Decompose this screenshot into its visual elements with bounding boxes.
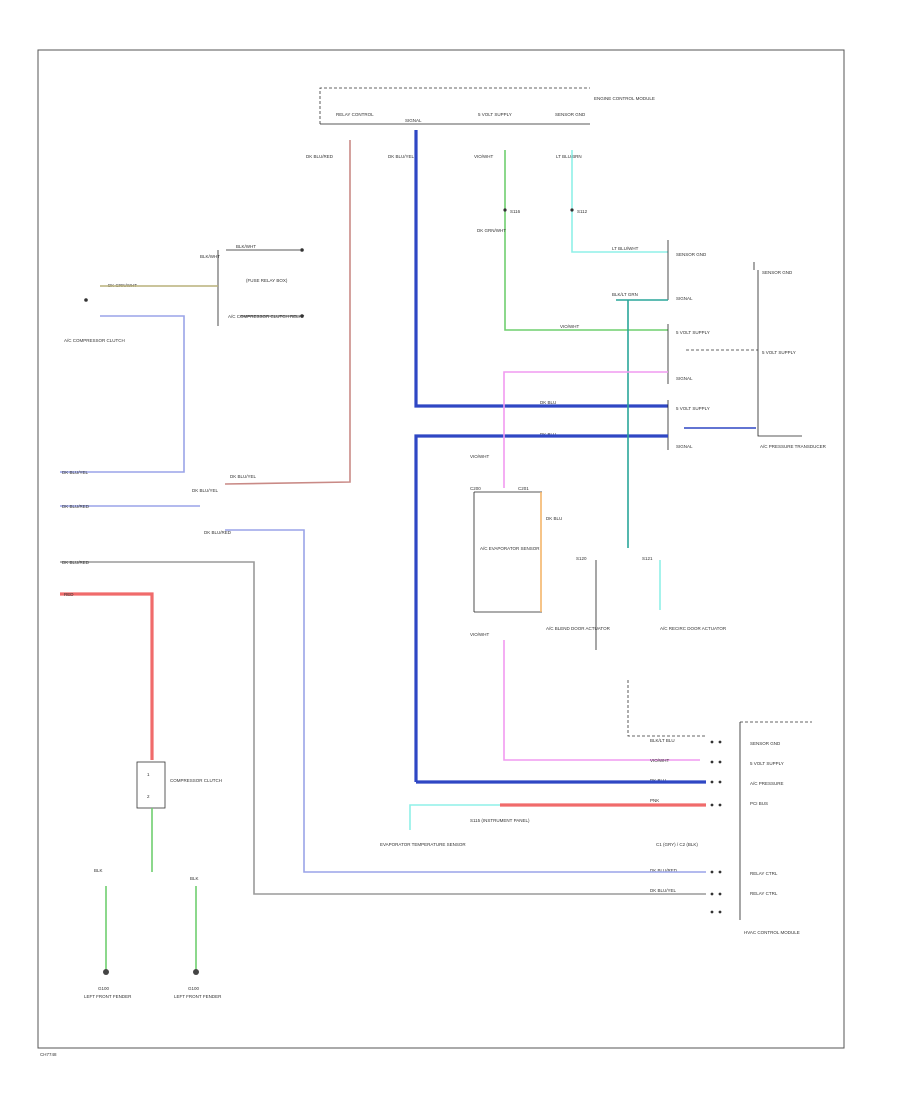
compressor-clutch: 1 2 COMPRESSOR CLUTCH: [136, 761, 222, 809]
transducer-label-5v: 5 VOLT SUPPLY: [762, 350, 796, 355]
ip-label: S115 (INSTRUMENT PANEL): [470, 818, 530, 823]
pcm-wire-1: DK BLU/RED: [306, 154, 334, 159]
transducer-wire-2: BLK/LT GRN: [612, 292, 638, 297]
mid-wire-2: DK BLU: [546, 516, 562, 521]
hvac-control-module: SENSOR GND 5 VOLT SUPPLY A/C PRESSURE PC…: [650, 721, 812, 935]
mid-wire-3: VIO/WHT: [470, 632, 489, 637]
left-wire-5: DK BLU/RED: [62, 560, 90, 565]
footer-code: CH7748: [40, 1052, 57, 1057]
hvac-pin-1: SENSOR GND: [750, 741, 781, 746]
wire-pink: [503, 371, 668, 488]
pcm-pin-sensor-gnd: SENSOR GND: [555, 112, 586, 117]
hvac-wire-4: PNK: [650, 798, 659, 803]
mid-sensor-title: A/C EVAPORATOR SENSOR: [480, 546, 540, 551]
mid-label-2: A/C RECIRC DOOR ACTUATOR: [660, 626, 727, 631]
pcm-title: ENGINE CONTROL MODULE: [594, 96, 655, 101]
transducer-wire-3: VIO/WHT: [560, 324, 579, 329]
ground-desc-2: LEFT FRONT FENDER: [174, 994, 222, 999]
mid-conn-left: C200: [470, 486, 481, 491]
clutch-relay-label: A/C COMPRESSOR CLUTCH RELAY: [228, 314, 304, 319]
fuse-wire-3: BLK/WHT: [236, 244, 256, 249]
red-wire-label: RED: [64, 592, 74, 597]
pcm-pin-signal: SIGNAL: [405, 118, 422, 123]
splice-s2: S112: [577, 209, 588, 214]
hvac-note: C1 (GRY) / C2 (BLK): [656, 842, 698, 847]
hvac-wire-5: DK BLU/RED: [650, 868, 678, 873]
transducer-pin-signal-1: SIGNAL: [676, 296, 693, 301]
wire-signal-blue: [414, 130, 668, 408]
left-wire-1: DK BLU/YEL: [62, 470, 89, 475]
transducer-pin-5v-1: 5 VOLT SUPPLY: [676, 330, 710, 335]
left-wire-4: DK BLU/RED: [204, 530, 232, 535]
ac-pressure-switch: A/C COMPRESSOR CLUTCH: [64, 338, 125, 343]
transducer-label-gnd: SENSOR GND: [762, 270, 793, 275]
diagram-frame: [37, 49, 845, 1049]
wire-red: [60, 592, 154, 760]
fuse-relay-label: (FUSE RELAY BOX): [246, 278, 288, 283]
wire-relay-control: [224, 140, 351, 485]
hvac-pin-5: RELAY CTRL: [750, 871, 778, 876]
ground-label-1: G100: [98, 986, 110, 991]
hvac-title: HVAC CONTROL MODULE: [744, 930, 800, 935]
hvac-wire-1: BLK/LT BLU: [650, 738, 675, 743]
ground-desc-1: LEFT FRONT FENDER: [84, 994, 132, 999]
splice-s1: S116: [510, 209, 521, 214]
pcm-wire-3: VIO/WHT: [474, 154, 493, 159]
evaporator-sensor-block: VIO/WHT C200 C201 A/C EVAPORATOR SENSOR …: [470, 454, 562, 637]
wire-sensor-gnd-cyan: [571, 150, 668, 253]
wire-5v-green: [504, 150, 668, 331]
hvac-pin-2: 5 VOLT SUPPLY: [750, 761, 784, 766]
hvac-wire-2: VIO/WHT: [650, 758, 669, 763]
transducer-wire-4: DK BLU: [540, 400, 556, 405]
transducer-title: A/C PRESSURE TRANSDUCER: [760, 444, 827, 449]
hvac-pin-6: RELAY CTRL: [750, 891, 778, 896]
ground-g1: [103, 969, 109, 975]
engine-control-module: ENGINE CONTROL MODULE RELAY CONTROL SIGN…: [306, 87, 655, 159]
ground-wire-1: BLK: [94, 868, 103, 873]
wire-label-vio: DK GRN/WHT: [477, 228, 506, 233]
transducer-pin-signal-3: SIGNAL: [676, 444, 693, 449]
transducer-pin-signal-2: SIGNAL: [676, 376, 693, 381]
pcm-wire-4: LT BLU/BRN: [556, 154, 582, 159]
ground-g2: [193, 969, 199, 975]
pcm-pin-5v: 5 VOLT SUPPLY: [478, 112, 512, 117]
module-title: COMPRESSOR CLUTCH: [170, 778, 222, 783]
hvac-wire-6: DK BLU/YEL: [650, 888, 677, 893]
transducer-wire-1: LT BLU/WHT: [612, 246, 639, 251]
evap-sensor-label: EVAPORATOR TEMPERATURE SENSOR: [380, 842, 466, 847]
left-wire-6: DK BLU/YEL: [230, 474, 257, 479]
mid-splice-1: S120: [576, 556, 587, 561]
mid-wire-1: VIO/WHT: [470, 454, 489, 459]
hvac-connector-pins: [710, 740, 722, 914]
transducer-pin-sensor-gnd: SENSOR GND: [676, 252, 707, 257]
wire-transducer-blue-2: [414, 434, 668, 782]
hvac-pin-4: PCI BUS: [750, 801, 768, 806]
module-pin-top: 1: [147, 772, 150, 777]
mid-label-1: A/C BLEND DOOR ACTUATOR: [546, 626, 611, 631]
left-wire-2: DK BLU/RED: [62, 504, 90, 509]
ground-label-2: G100: [188, 986, 200, 991]
hvac-pin-3: A/C PRESSURE: [750, 781, 784, 786]
ac-pressure-transducer: SENSOR GND SIGNAL 5 VOLT SUPPLY SIGNAL 5…: [540, 240, 827, 450]
mid-conn-right: C201: [518, 486, 529, 491]
mid-splice-2: S121: [642, 556, 653, 561]
left-wire-3: DK BLU/YEL: [192, 488, 219, 493]
ground-wire-2: BLK: [190, 876, 199, 881]
pcm-wire-2: DK BLU/YEL: [388, 154, 415, 159]
pcm-pin-relay-control: RELAY CONTROL: [336, 112, 374, 117]
fuse-wire-1: BLK/WHT: [200, 254, 220, 259]
module-pin-bot: 2: [147, 794, 150, 799]
transducer-pin-5v-2: 5 VOLT SUPPLY: [676, 406, 710, 411]
